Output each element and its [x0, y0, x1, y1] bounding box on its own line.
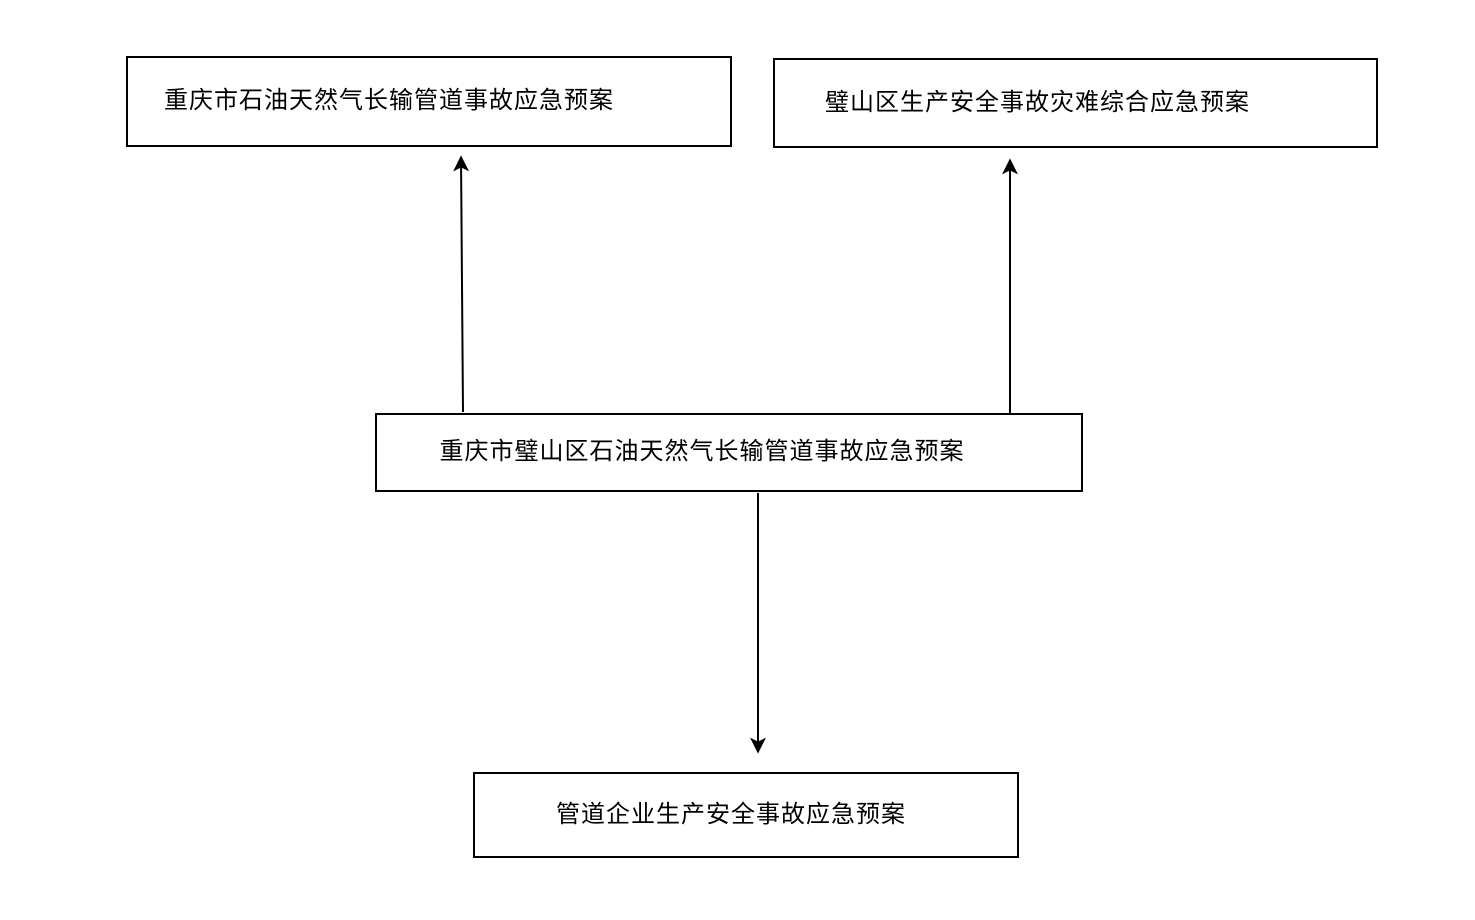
node-enterprise-plan: 管道企业生产安全事故应急预案: [473, 772, 1019, 858]
node-district-pipeline-plan-label: 重庆市璧山区石油天然气长输管道事故应急预案: [439, 439, 965, 466]
node-district-pipeline-plan: 重庆市璧山区石油天然气长输管道事故应急预案: [375, 413, 1083, 492]
node-district-comprehensive-plan-label: 璧山区生产安全事故灾难综合应急预案: [825, 89, 1250, 116]
node-city-pipeline-plan: 重庆市石油天然气长输管道事故应急预案: [126, 56, 732, 147]
node-enterprise-plan-label: 管道企业生产安全事故应急预案: [556, 801, 906, 828]
node-city-pipeline-plan-label: 重庆市石油天然气长输管道事故应急预案: [164, 88, 614, 115]
arrow-middle-to-top-left: [453, 155, 470, 413]
node-district-comprehensive-plan: 璧山区生产安全事故灾难综合应急预案: [773, 58, 1378, 148]
